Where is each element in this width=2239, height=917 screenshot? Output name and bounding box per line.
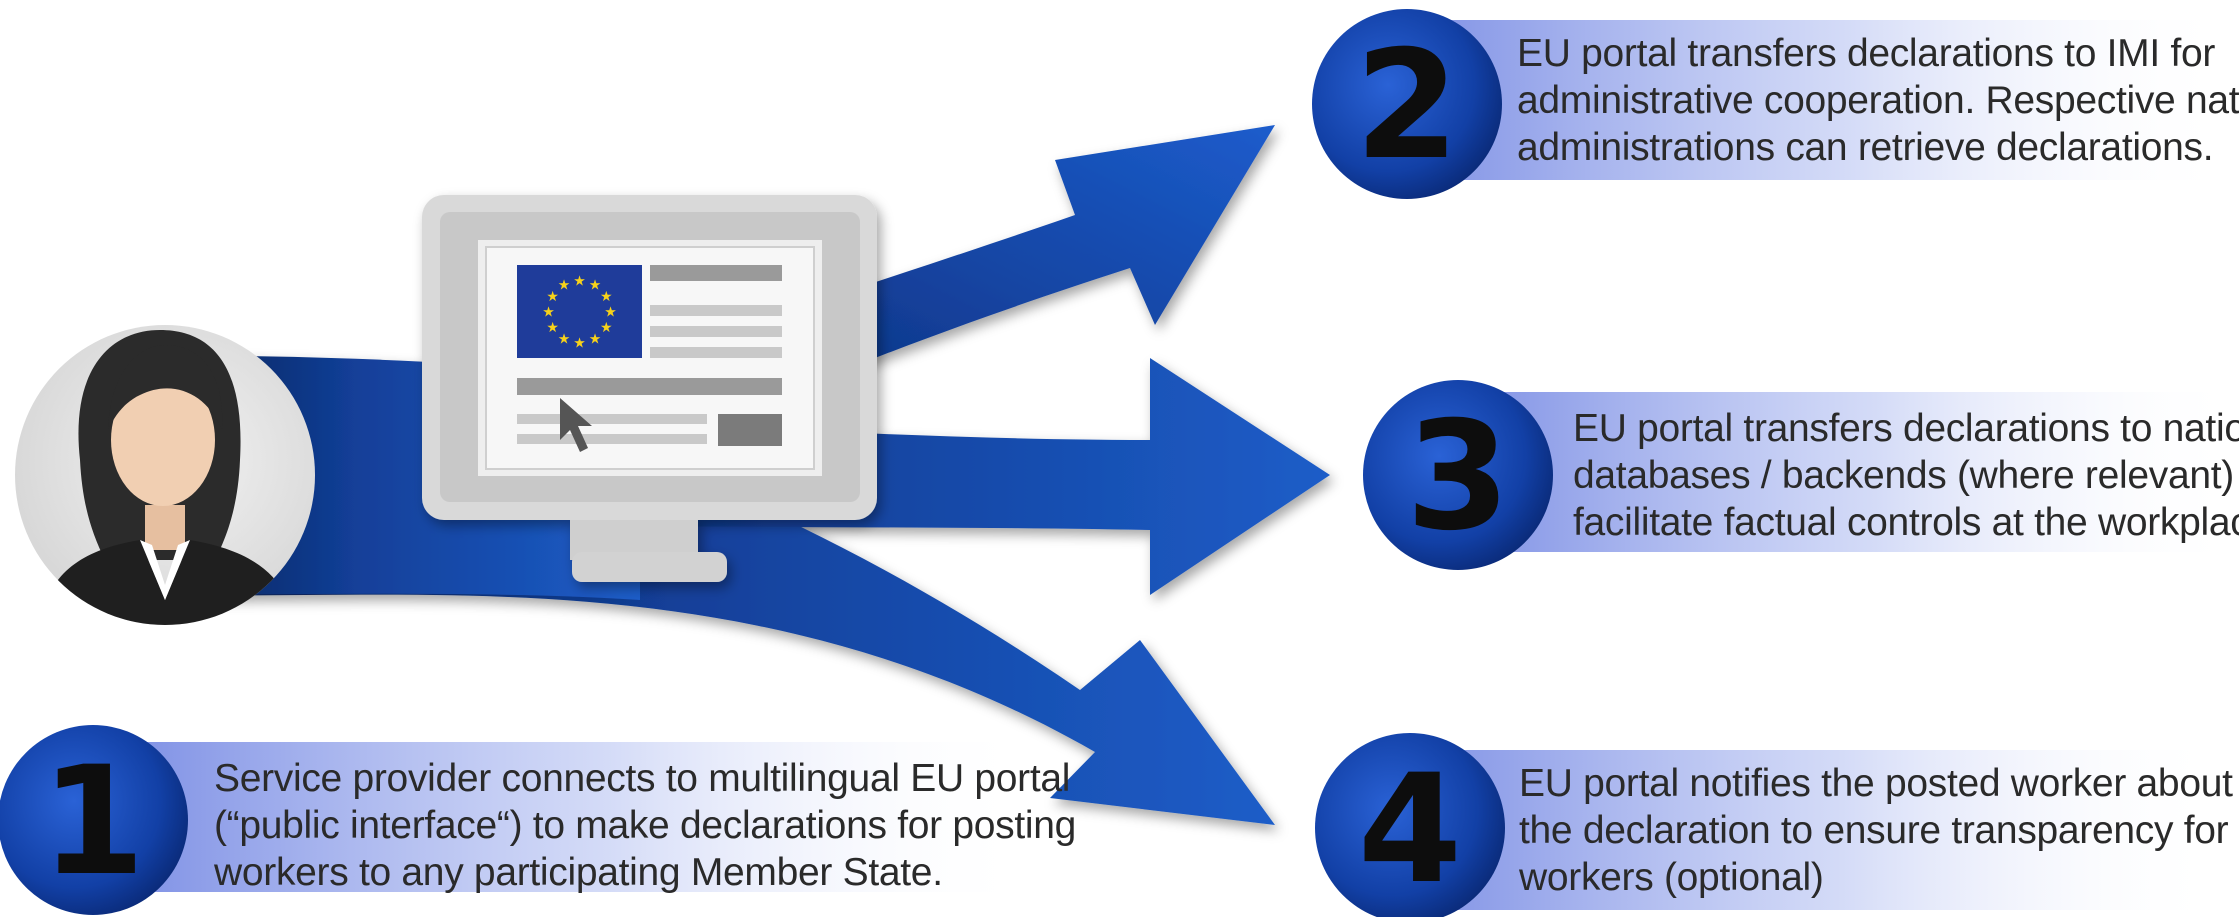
- step-1-band: [90, 742, 1030, 892]
- step-1-line-1: Service provider connects to multilingua…: [214, 757, 1071, 800]
- eu-star: ★: [546, 320, 559, 336]
- step-4-number: 4: [1358, 743, 1462, 917]
- step-2-number: 2: [1355, 19, 1459, 193]
- step-2-line-2: administrative cooperation. Respective n…: [1517, 79, 2239, 122]
- step-3-number: 3: [1406, 390, 1510, 564]
- eu-star: ★: [558, 278, 571, 294]
- eu-star: ★: [589, 331, 602, 347]
- step-4-line-1: EU portal notifies the posted worker abo…: [1519, 762, 2233, 805]
- step-2-circle: 2: [1312, 9, 1502, 199]
- step-4-circle: 4: [1315, 733, 1505, 917]
- eu-star: ★: [604, 305, 617, 321]
- eu-flag-icon: [517, 265, 642, 358]
- eu-star: ★: [600, 320, 613, 336]
- eu-star: ★: [573, 336, 586, 352]
- mouse-cursor-icon: [560, 398, 592, 452]
- step-3-line-1: EU portal transfers declarations to nati…: [1573, 407, 2239, 450]
- eu-flag-stars: ★★★★★★★★★★★★: [542, 274, 617, 352]
- step-2-text: EU portal transfers declarations to IMI …: [1517, 30, 2239, 171]
- step-1-line-2: (“public interface“) to make declaration…: [214, 804, 1077, 847]
- step-3-text: EU portal transfers declarations to nati…: [1573, 405, 2239, 546]
- screen-content: ★★★★★★★★★★★★: [517, 265, 782, 452]
- step-4-band: [1380, 750, 2220, 910]
- step-4-line-3: workers (optional): [1519, 856, 1824, 899]
- step-1-number: 1: [41, 735, 145, 909]
- step-2-line-3: administrations can retrieve declaration…: [1517, 126, 2214, 169]
- step-1-text: Service provider connects to multilingua…: [214, 755, 1076, 896]
- step-2-band: [1380, 20, 2230, 180]
- eu-star: ★: [600, 289, 613, 305]
- eu-star: ★: [542, 305, 555, 321]
- step-1-circle: 1: [0, 725, 188, 915]
- step-3-band: [1430, 392, 2239, 552]
- step-4-text: EU portal notifies the posted worker abo…: [1519, 760, 2233, 901]
- step-3-circle: 3: [1363, 380, 1553, 570]
- step-2-line-1: EU portal transfers declarations to IMI …: [1517, 32, 2216, 75]
- step-3-line-2: databases / backends (where relevant) to: [1573, 454, 2239, 497]
- eu-star: ★: [558, 331, 571, 347]
- person-avatar-icon: [15, 325, 315, 625]
- eu-star: ★: [573, 274, 586, 290]
- step-1-line-3: workers to any participating Member Stat…: [214, 851, 943, 894]
- eu-star: ★: [546, 289, 559, 305]
- step-4-line-2: the declaration to ensure transparency f…: [1519, 809, 2229, 852]
- eu-star: ★: [589, 278, 602, 294]
- step-3-line-3: facilitate factual controls at the workp…: [1573, 501, 2239, 544]
